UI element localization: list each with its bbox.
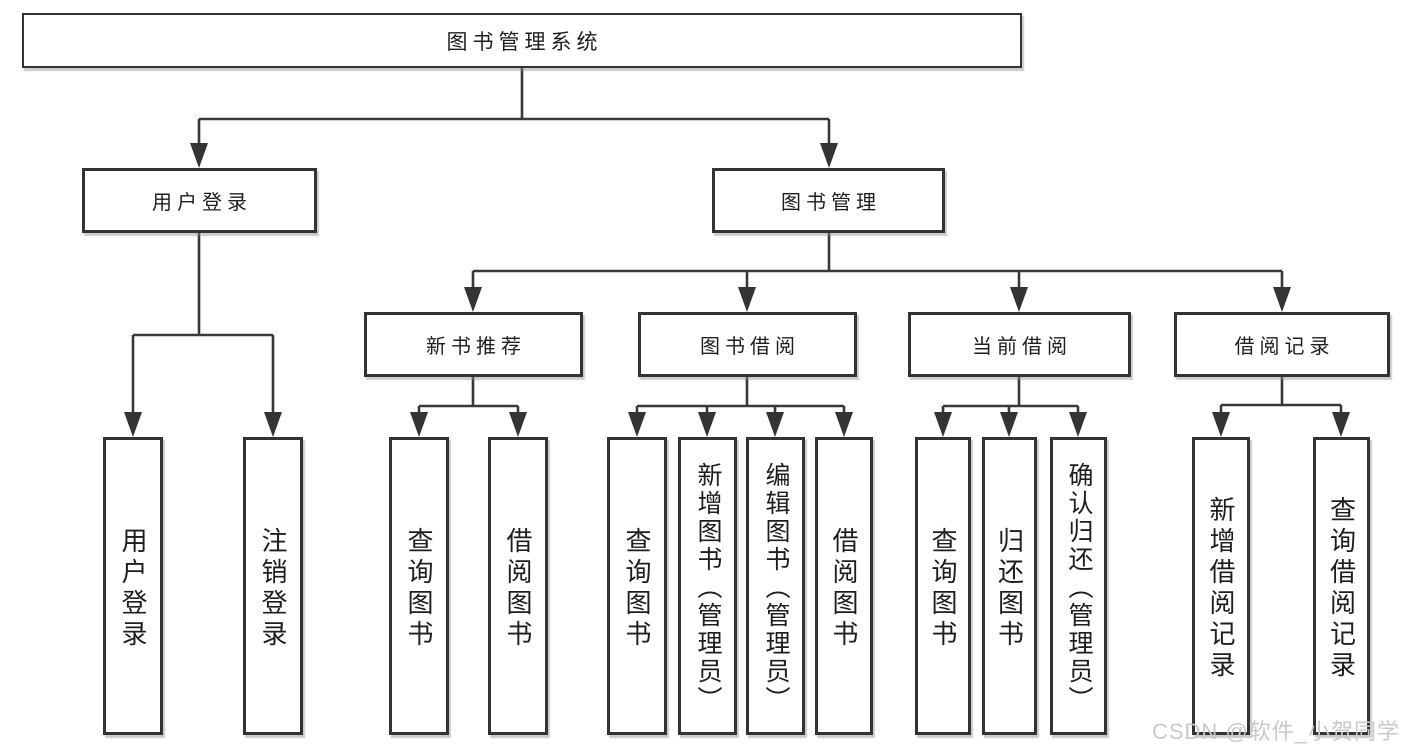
connector-borrow-records-children <box>1212 377 1350 437</box>
leaf-borrow-book-recommend: 借阅图书 <box>488 437 548 735</box>
connector-book-mgmt-children <box>464 233 1291 312</box>
node-label: 注销登录 <box>258 526 288 651</box>
connector-book-borrow-children <box>628 377 853 437</box>
node-borrow-records: 借阅记录 <box>1174 312 1390 377</box>
node-label: 编辑图书（管理员） <box>762 461 790 714</box>
node-label: 新增图书（管理员） <box>694 461 722 714</box>
node-label: 图书管理 <box>781 192 881 214</box>
node-label: 当前借阅 <box>972 336 1072 358</box>
node-library-management-system: 图书管理系统 <box>22 13 1022 68</box>
node-label: 新书推荐 <box>426 336 526 358</box>
leaf-confirm-return-admin: 确认归还（管理员） <box>1050 437 1107 735</box>
leaf-borrow-book: 借阅图书 <box>815 437 873 735</box>
leaf-add-borrow-record: 新增借阅记录 <box>1192 437 1250 735</box>
leaf-edit-book-admin: 编辑图书（管理员） <box>746 437 805 735</box>
node-label: 查询借阅记录 <box>1326 495 1357 682</box>
node-book-borrow: 图书借阅 <box>638 312 857 377</box>
node-label: 用户登录 <box>152 192 252 214</box>
connector-new-book-rec-children <box>410 377 527 437</box>
leaf-logout: 注销登录 <box>243 437 303 735</box>
node-label: 用户登录 <box>118 526 148 651</box>
node-label: 查询图书 <box>622 526 652 651</box>
node-current-borrow: 当前借阅 <box>908 312 1131 377</box>
leaf-query-book-current: 查询图书 <box>915 437 971 735</box>
leaf-query-book-recommend: 查询图书 <box>389 437 449 735</box>
leaf-add-book-admin: 新增图书（管理员） <box>678 437 737 735</box>
leaf-return-book: 归还图书 <box>982 437 1037 735</box>
node-label: 图书管理系统 <box>446 30 603 54</box>
node-label: 借阅图书 <box>829 526 859 651</box>
node-book-management: 图书管理 <box>712 168 945 233</box>
node-label: 借阅记录 <box>1234 336 1335 358</box>
node-label: 借阅图书 <box>503 526 533 651</box>
node-label: 图书借阅 <box>700 336 800 358</box>
connector-current-borrow-children <box>934 377 1087 437</box>
csdn-watermark: CSDN @软件_小贺同学 <box>1151 719 1400 744</box>
leaf-user-login: 用户登录 <box>103 437 163 735</box>
connector-root-to-level2 <box>190 68 838 168</box>
node-label: 查询图书 <box>404 526 434 651</box>
node-label: 新增借阅记录 <box>1206 495 1236 682</box>
leaf-query-borrow-record: 查询借阅记录 <box>1313 437 1370 735</box>
leaf-query-book-borrow: 查询图书 <box>607 437 667 735</box>
connector-user-login-children <box>124 233 282 437</box>
node-label: 归还图书 <box>994 526 1025 651</box>
node-new-book-recommend: 新书推荐 <box>364 312 583 377</box>
node-label: 查询图书 <box>928 526 958 651</box>
node-user-login: 用户登录 <box>82 168 317 233</box>
node-label: 确认归还（管理员） <box>1065 461 1093 714</box>
